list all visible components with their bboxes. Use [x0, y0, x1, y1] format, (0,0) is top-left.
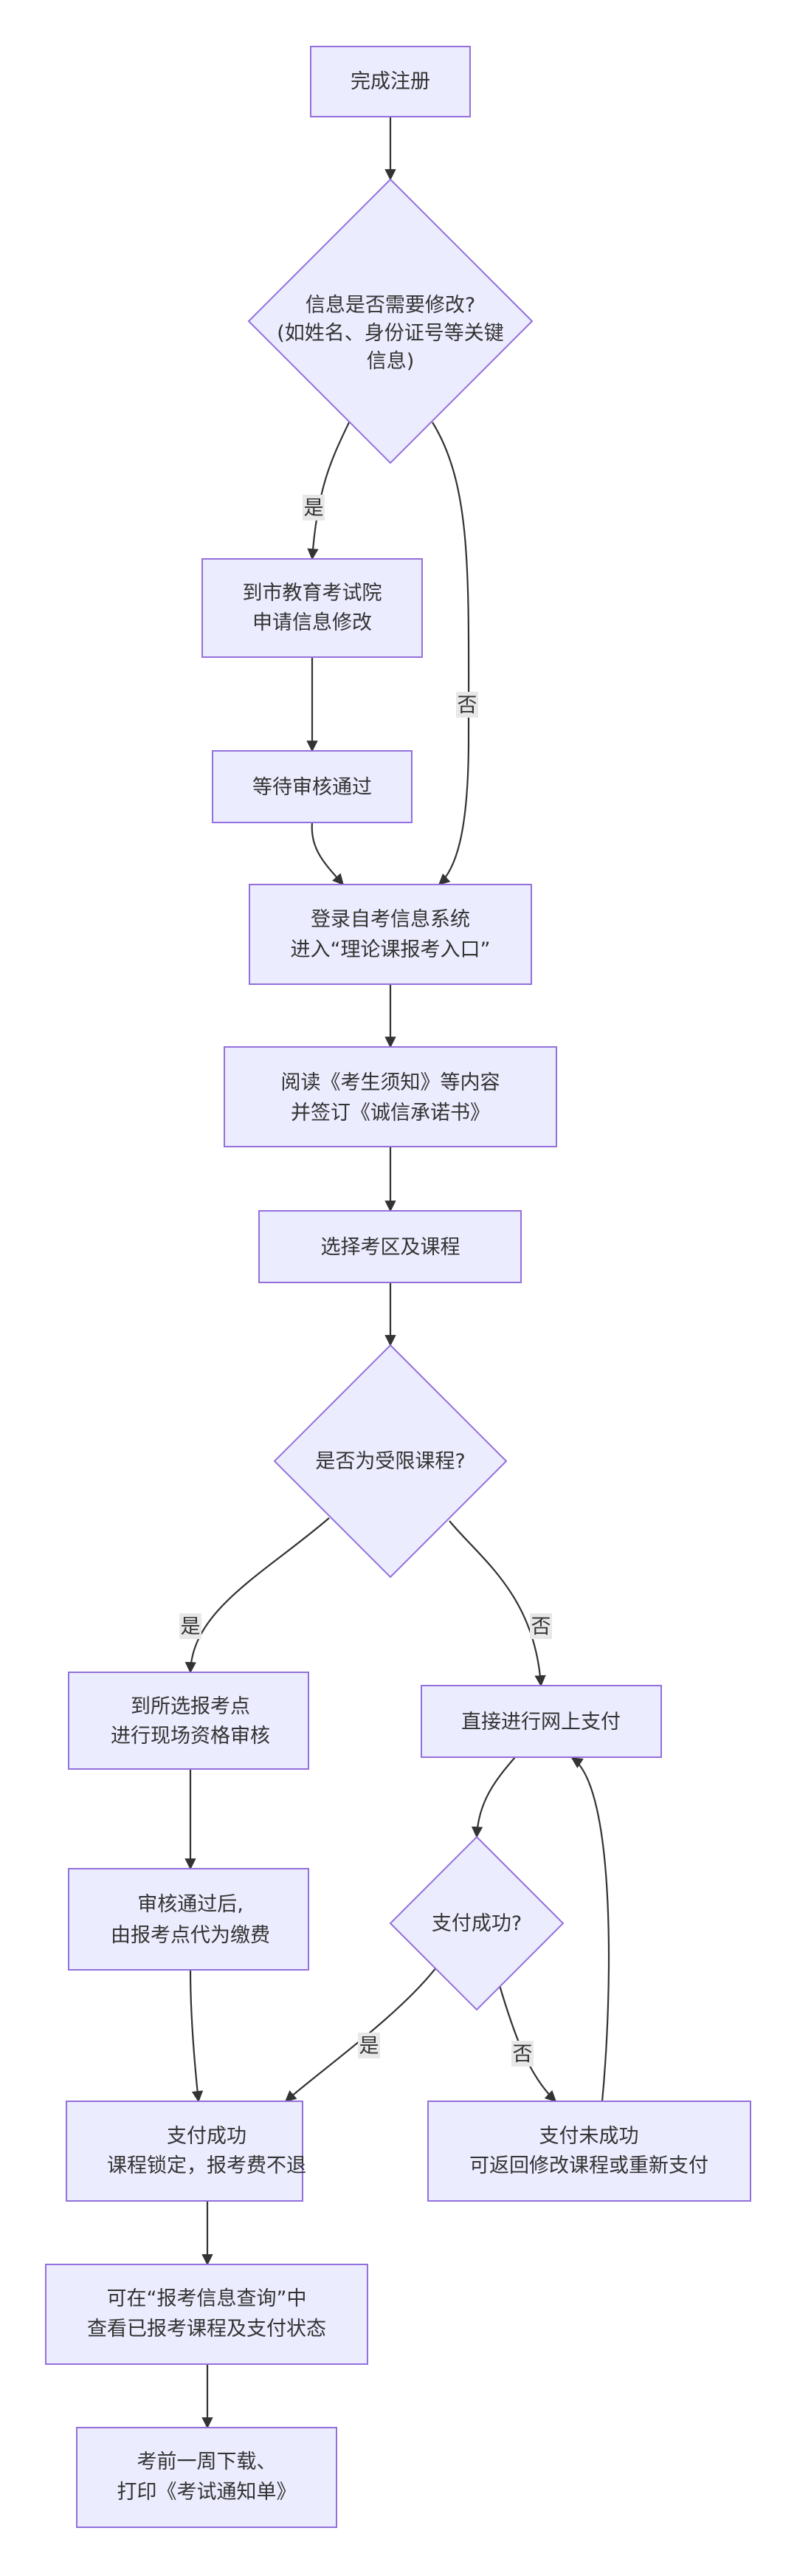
edge-label-yes-modify: 是: [303, 495, 325, 521]
node-unpaid: 支付未成功 可返回修改课程或重新支付: [427, 2101, 751, 2202]
svg-text:(如姓名、身份证号等关键: (如姓名、身份证号等关键: [277, 322, 504, 345]
svg-text:由报考点代为缴费: 由报考点代为缴费: [111, 1924, 270, 1947]
svg-text:考前一周下载、: 考前一周下载、: [137, 2450, 277, 2473]
edge-wait-to-login: [311, 822, 345, 886]
edge-unpaid-back-to-pay: [570, 1757, 610, 2102]
svg-text:审核通过后,: 审核通过后,: [137, 1893, 244, 1916]
decision-need-modify: 信息是否需要修改? (如姓名、身份证号等关键 信息): [247, 178, 534, 464]
svg-text:选择考区及课程: 选择考区及课程: [321, 1236, 460, 1259]
svg-text:信息是否需要修改?: 信息是否需要修改?: [306, 294, 475, 317]
svg-text:课程锁定，报考费不退: 课程锁定，报考费不退: [107, 2154, 306, 2177]
svg-text:支付成功?: 支付成功?: [432, 1912, 522, 1935]
decision-pay-success: 支付成功?: [389, 1835, 565, 2011]
edge-label-yes-success: 是: [358, 2033, 380, 2058]
node-wait-review: 等待审核通过: [212, 750, 413, 823]
node-register: 完成注册: [310, 46, 471, 117]
svg-text:登录自考信息系统: 登录自考信息系统: [311, 908, 470, 931]
node-read-notice: 阅读《考生须知》等内容 并签订《诚信承诺书》: [224, 1046, 557, 1147]
svg-text:并签订《诚信承诺书》: 并签订《诚信承诺书》: [291, 1102, 490, 1124]
node-apply-modify: 到市教育考试院 申请信息修改: [201, 558, 423, 658]
node-print: 考前一周下载、 打印《考试通知单》: [76, 2427, 337, 2528]
svg-text:到所选报考点: 到所选报考点: [131, 1695, 250, 1718]
svg-text:否: 否: [531, 1615, 551, 1638]
svg-text:是: 是: [359, 2035, 379, 2058]
node-query: 可在“报考信息查询”中 查看已报考课程及支付状态: [45, 2264, 368, 2365]
svg-text:进入“理论课报考入口”: 进入“理论课报考入口”: [291, 938, 491, 961]
svg-text:支付成功: 支付成功: [167, 2125, 246, 2148]
edge-agent-to-paid: [189, 1969, 204, 2103]
nodes: 完成注册 信息是否需要修改? (如姓名、身份证号等关键 信息) 到市教育考试院 …: [45, 46, 751, 2528]
edge-pay-to-success-q: [471, 1756, 516, 1838]
svg-text:直接进行网上支付: 直接进行网上支付: [461, 1711, 621, 1734]
svg-text:申请信息修改: 申请信息修改: [252, 611, 372, 634]
node-agent-pay: 审核通过后, 由报考点代为缴费: [68, 1868, 309, 1971]
svg-text:否: 否: [513, 2043, 533, 2066]
svg-text:是: 是: [181, 1615, 201, 1638]
edge-restricted-yes-to-onsite: [184, 1517, 330, 1674]
svg-text:可在“报考信息查询”中: 可在“报考信息查询”中: [107, 2287, 307, 2310]
svg-text:可返回修改课程或重新支付: 可返回修改课程或重新支付: [469, 2154, 708, 2177]
svg-text:信息): 信息): [367, 350, 415, 373]
svg-text:打印《考试通知单》: 打印《考试通知单》: [117, 2481, 297, 2504]
svg-text:进行现场资格审核: 进行现场资格审核: [111, 1725, 270, 1748]
svg-text:阅读《考生须知》等内容: 阅读《考生须知》等内容: [281, 1071, 500, 1094]
edge-decision-yes-to-apply: [307, 422, 350, 560]
edge-restricted-no-to-pay: [449, 1520, 546, 1687]
edge-decision-no-to-login: [432, 422, 470, 886]
svg-text:到市教育考试院: 到市教育考试院: [243, 582, 382, 605]
svg-text:支付未成功: 支付未成功: [539, 2125, 639, 2148]
edge-label-no-modify: 否: [456, 692, 478, 718]
edge-label-no-restricted: 否: [530, 1613, 552, 1639]
svg-text:等待审核通过: 等待审核通过: [252, 776, 372, 799]
svg-text:完成注册: 完成注册: [351, 70, 430, 93]
node-onsite-review: 到所选报考点 进行现场资格审核: [68, 1672, 309, 1770]
node-select-course: 选择考区及课程: [258, 1210, 522, 1283]
svg-text:查看已报考课程及支付状态: 查看已报考课程及支付状态: [87, 2318, 326, 2340]
node-pay-online: 直接进行网上支付: [421, 1685, 662, 1758]
edge-labels: 是 否 是 否 是 否: [179, 495, 552, 2067]
svg-text:否: 否: [458, 694, 477, 717]
node-paid: 支付成功 课程锁定，报考费不退: [66, 2101, 306, 2202]
decision-restricted: 是否为受限课程?: [273, 1344, 508, 1579]
svg-text:是否为受限课程?: 是否为受限课程?: [315, 1450, 465, 1473]
node-login: 登录自考信息系统 进入“理论课报考入口”: [249, 884, 532, 985]
edge-label-no-success: 否: [511, 2041, 534, 2067]
svg-text:是: 是: [304, 497, 324, 520]
edge-label-yes-restricted: 是: [179, 1613, 201, 1639]
